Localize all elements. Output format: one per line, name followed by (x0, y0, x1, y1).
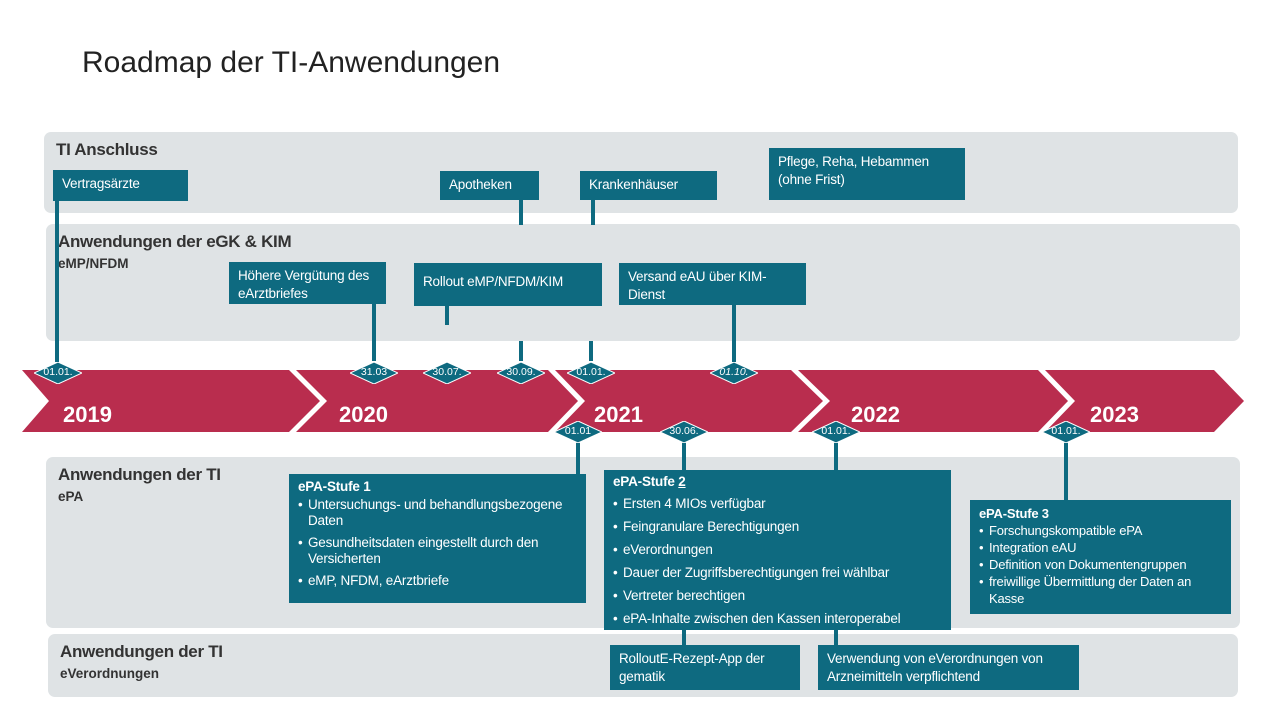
date-label: 30.09. (506, 366, 536, 378)
connector-line (591, 199, 595, 225)
year-label: 2022 (851, 402, 900, 427)
list-item: freiwillige Übermittlung der Daten an Ka… (979, 573, 1222, 607)
connector-line (519, 199, 523, 225)
date-marker: 01.01. (567, 362, 615, 384)
epa-stufe-1: ePA-Stufe 1 Untersuchungs- und behandlun… (289, 474, 586, 603)
milestone-pflege: Pflege, Reha, Hebammen (ohne Frist) (769, 148, 965, 200)
year-segment-2020 (296, 370, 578, 432)
connector-line (732, 304, 736, 362)
list-item: eVerordnungen (613, 538, 942, 561)
connector-line (519, 341, 523, 361)
milestone-versand-eau: Versand eAU über KIM-Dienst (619, 263, 806, 305)
milestone-rollout-emp: Rollout eMP/NFDM/KIM (414, 263, 602, 306)
lane-title: Anwendungen der eGK & KIM (58, 232, 292, 251)
list-item: Ersten 4 MIOs verfügbar (613, 492, 942, 515)
year-label: 2020 (339, 402, 388, 427)
list-item: ePA-Inhalte zwischen den Kassen interope… (613, 607, 942, 630)
epa-stufe-title: ePA-Stufe 1 (298, 479, 371, 494)
connector-line (589, 341, 593, 361)
connector-line (372, 303, 376, 361)
page-title: Roadmap der TI-Anwendungen (82, 46, 501, 79)
milestone-krankenhaeuser: Krankenhäuser (580, 171, 717, 200)
date-marker: 30.06. (660, 421, 708, 443)
year-segment-2019 (22, 370, 320, 432)
lane-title: Anwendungen der TI (60, 642, 223, 661)
list-item: Forschungskompatible ePA (979, 522, 1222, 539)
year-label: 2023 (1090, 402, 1139, 427)
year-label: 2021 (594, 402, 643, 427)
epa-stufe-3: ePA-Stufe 3 Forschungskompatible ePA Int… (970, 500, 1231, 614)
date-label: 01.01. (576, 366, 606, 378)
milestone-vertragsaerzte: Vertragsärzte (53, 170, 188, 201)
milestone-verguetung-earztbrief: Höhere Vergütung des eArztbriefes (229, 262, 386, 304)
date-marker: 01.01 (554, 421, 602, 443)
connector-line (682, 440, 686, 472)
date-label: 30.06. (669, 425, 699, 437)
epa-stufe-title: ePA-Stufe 3 (979, 506, 1049, 521)
list-item: Gesundheitsdaten eingestellt durch den V… (298, 535, 577, 567)
list-item: Definition von Dokumentengruppen (979, 556, 1222, 573)
date-marker: 01.01. (812, 421, 860, 443)
connector-line (576, 440, 580, 476)
milestone-everordnungen-pflicht: Verwendung von eVerordnungen von Arzneim… (818, 645, 1079, 690)
date-label: 01.10. (719, 366, 749, 378)
date-label: 01.01. (821, 425, 851, 437)
connector-line (445, 305, 449, 325)
date-marker: 31.03 (350, 362, 398, 384)
year-segment-2023 (1045, 370, 1244, 432)
connector-line (1064, 440, 1068, 502)
date-label: 01.01. (43, 366, 73, 378)
connector-line (682, 628, 686, 646)
epa-stufe-2: ePA-Stufe 2 Ersten 4 MIOs verfügbar Fein… (604, 470, 951, 630)
list-item: Dauer der Zugriffsberechtigungen frei wä… (613, 561, 942, 584)
date-label: 01.01. (1051, 425, 1081, 437)
list-item: Untersuchungs- und behandlungsbezogene D… (298, 497, 577, 529)
date-label: 01.01 (564, 425, 592, 437)
lane-subtitle: ePA (58, 489, 84, 504)
date-marker: 30.09. (497, 362, 545, 384)
lane-subtitle: eVerordnungen (60, 666, 160, 681)
connector-line (834, 628, 838, 646)
date-label: 30.07. (432, 366, 462, 378)
milestone-apotheken: Apotheken (440, 171, 539, 200)
list-item: eMP, NFDM, eArztbriefe (298, 573, 577, 589)
epa-stufe-title: ePA-Stufe (613, 474, 679, 489)
date-marker: 01.01. (1042, 421, 1090, 443)
list-item: Vertreter berechtigen (613, 584, 942, 607)
connector-line (55, 200, 59, 362)
date-marker: 01.10. (710, 362, 758, 384)
lane-subtitle: eMP/NFDM (58, 256, 129, 271)
year-segment-2021 (555, 370, 823, 432)
list-item: Feingranulare Berechtigungen (613, 515, 942, 538)
year-label: 2019 (63, 402, 112, 427)
lane-title: Anwendungen der TI (58, 465, 221, 484)
date-marker: 01.01. (34, 362, 82, 384)
date-label: 31.03 (360, 366, 388, 378)
lane-title: TI Anschluss (56, 140, 158, 159)
milestone-erezept-app: RolloutE-Rezept-App der gematik (610, 645, 800, 690)
date-marker: 30.07. (423, 362, 471, 384)
list-item: Integration eAU (979, 539, 1222, 556)
year-segment-2022 (798, 370, 1068, 432)
connector-line (834, 440, 838, 472)
epa-stufe-number: 2 (678, 474, 686, 489)
